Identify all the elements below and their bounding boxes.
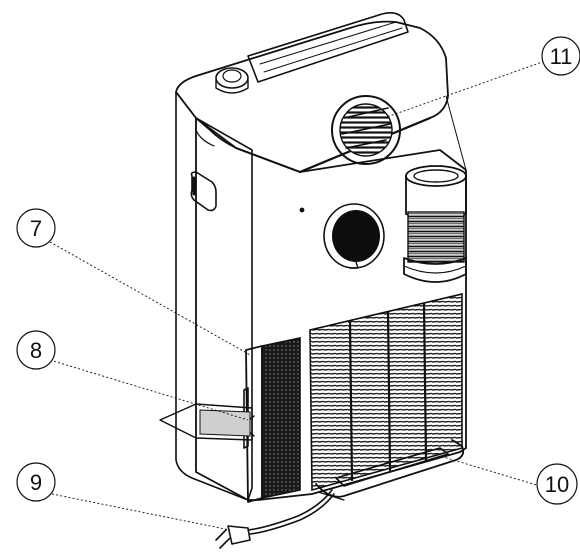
callout-10: 10 (536, 463, 578, 505)
callout-9: 9 (16, 462, 56, 502)
exhaust-hose (403, 165, 467, 283)
callout-9-label: 9 (30, 470, 42, 495)
callout-7: 7 (16, 208, 56, 248)
upper-exhaust-vent (331, 95, 401, 165)
callout-8-label: 8 (30, 338, 42, 363)
leader-lines (49, 59, 549, 531)
rear-intake-grille (309, 292, 463, 492)
callout-7-label: 7 (30, 216, 42, 241)
callout-11-label: 11 (550, 44, 573, 69)
power-cord (215, 489, 335, 549)
callout-11: 11 (541, 36, 580, 76)
round-port (323, 203, 385, 269)
air-filter (159, 337, 301, 503)
base-drain (315, 439, 465, 501)
callout-10-label: 10 (545, 472, 569, 497)
callout-8: 8 (16, 330, 56, 370)
